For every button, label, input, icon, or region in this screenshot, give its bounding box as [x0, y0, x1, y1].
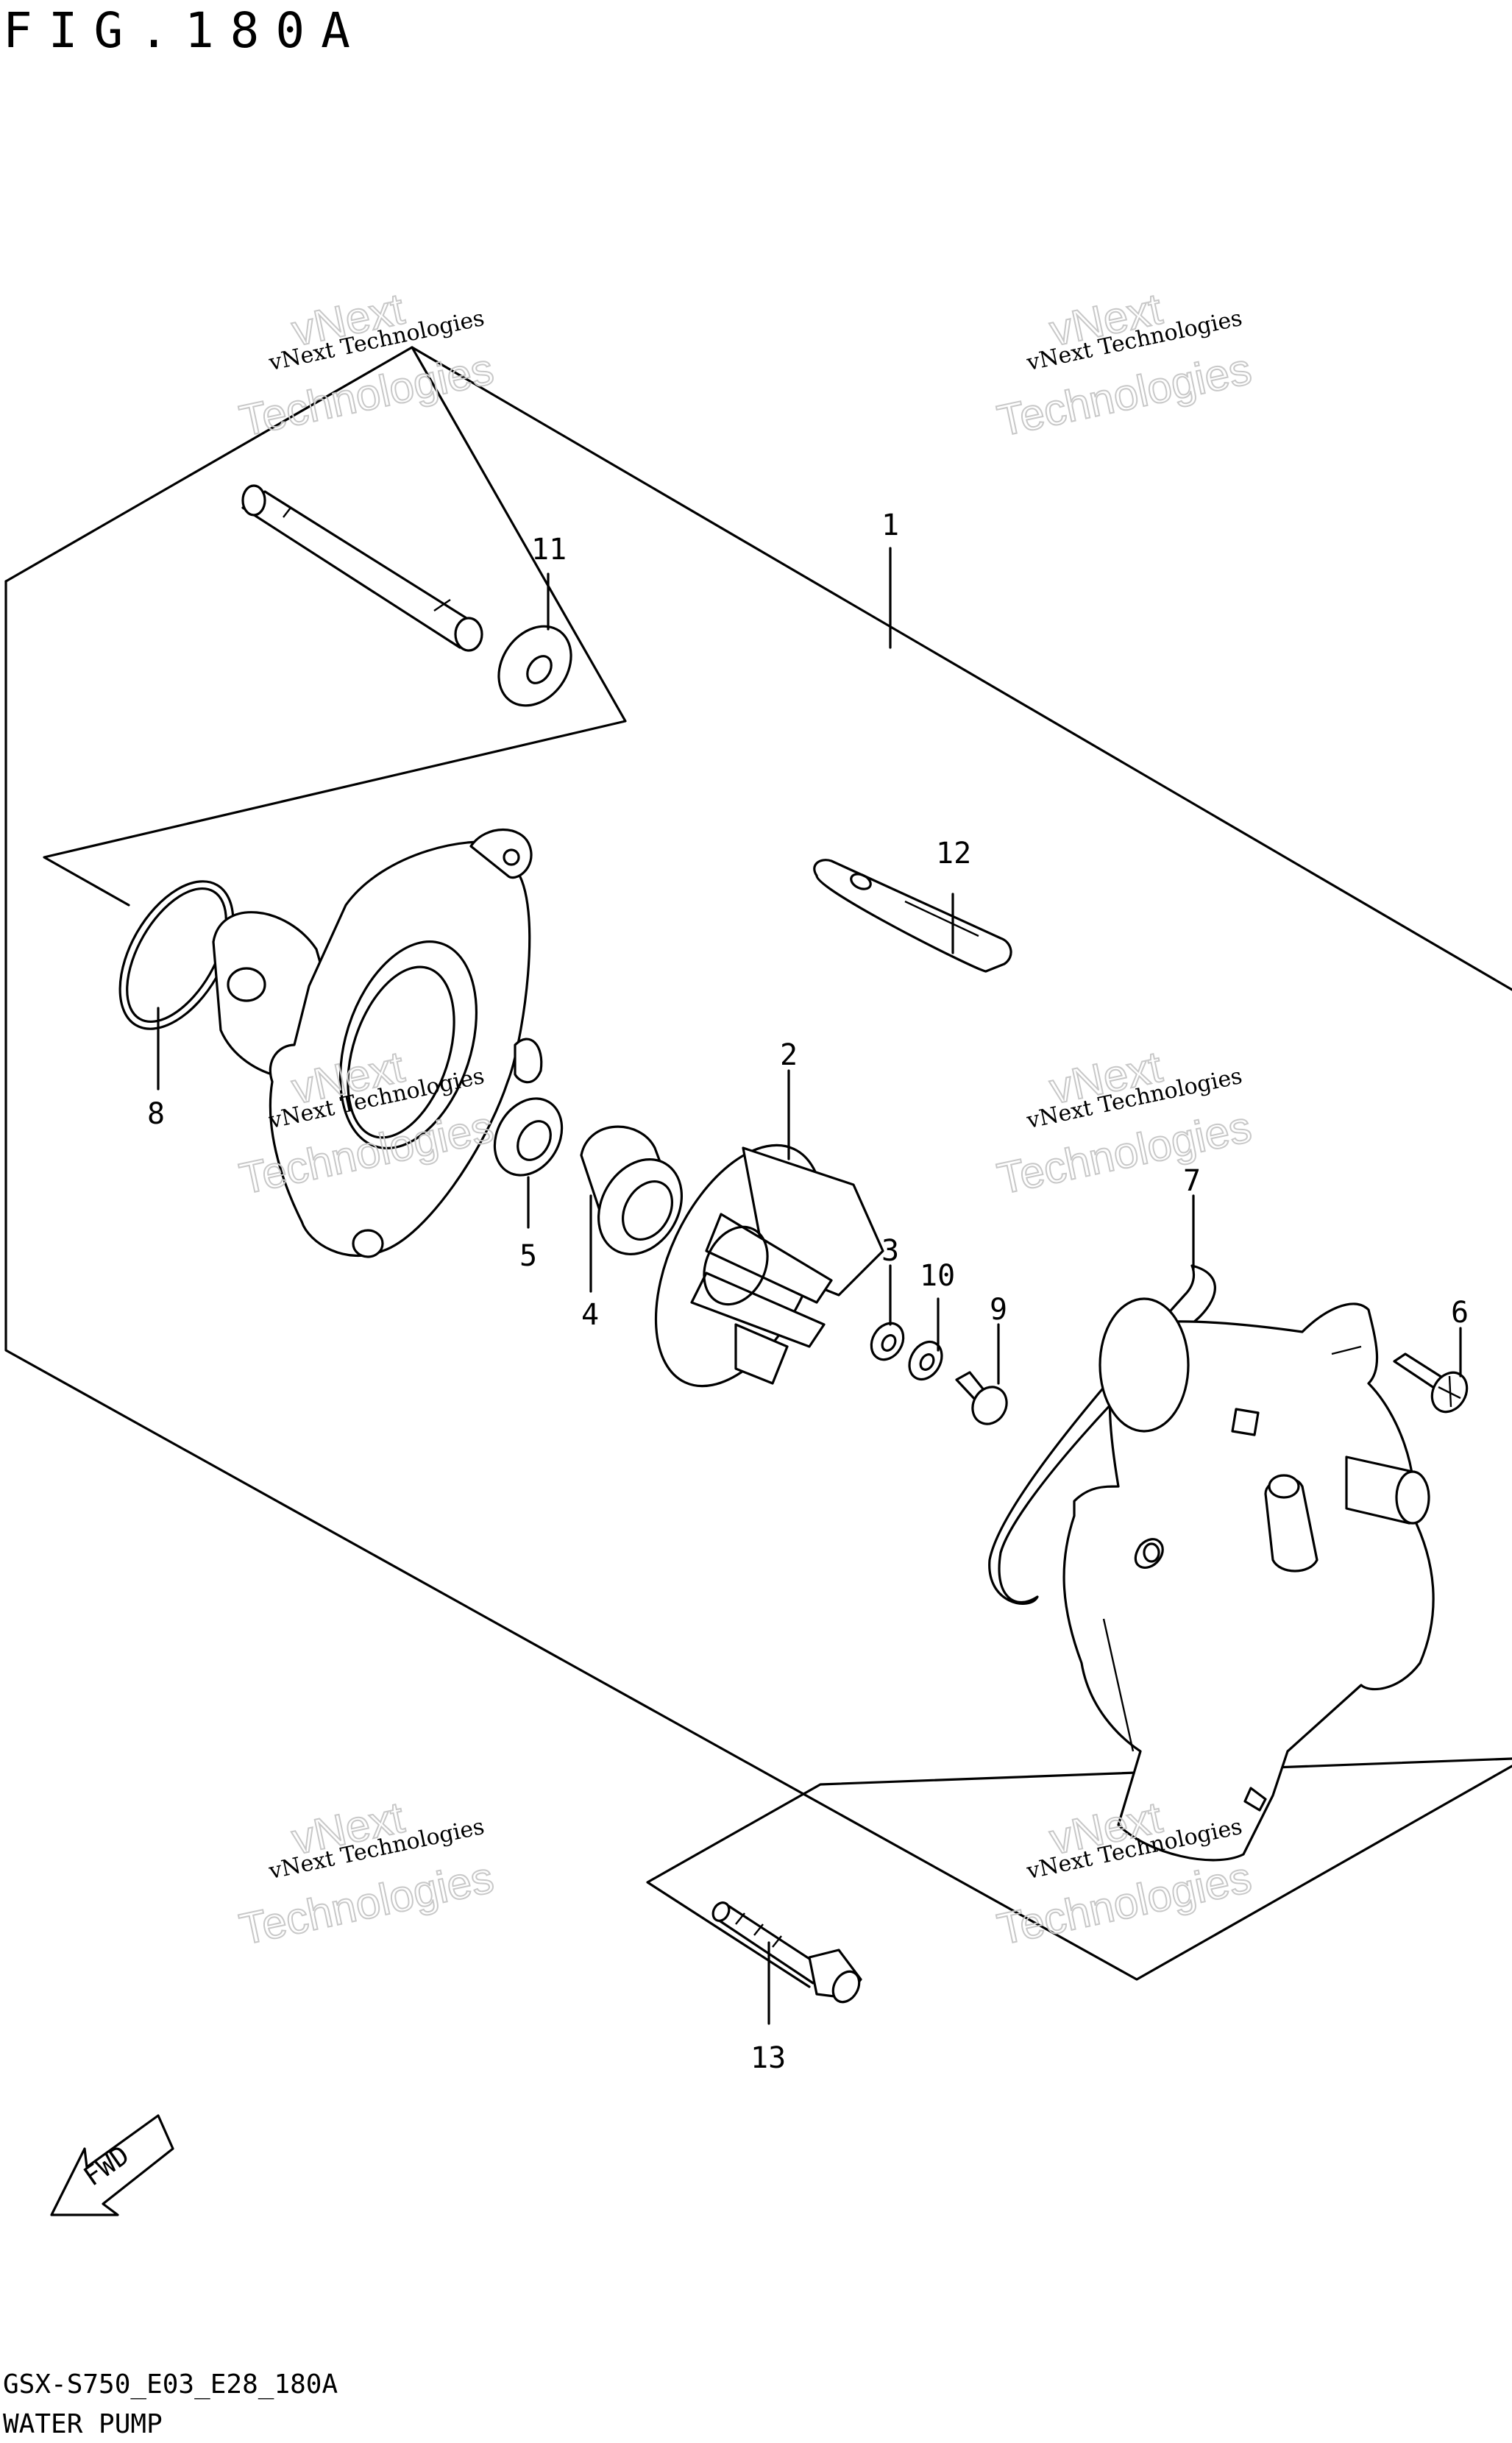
callout-4: 4: [581, 1298, 599, 1332]
part-shaft: [241, 484, 483, 652]
callout-2: 2: [780, 1038, 798, 1072]
part-13-bolt: [711, 1901, 862, 2004]
part-10-washer: [908, 1340, 943, 1381]
callout-7: 7: [1183, 1164, 1201, 1198]
watermark-top-left: Technologies vNext vNext Technologies: [235, 283, 499, 447]
callout-1: 1: [881, 508, 899, 542]
leader-lines: [157, 547, 1462, 2025]
part-11-washer: [497, 625, 572, 707]
part-12-clamp: [813, 859, 1012, 973]
part-pump-case-cover: [212, 829, 543, 1258]
watermark-bottom-left: Technologies vNext vNext Technologies: [235, 1792, 499, 1955]
part-3-washer: [870, 1322, 905, 1361]
callout-3: 3: [881, 1234, 899, 1268]
callout-13: 13: [750, 2041, 786, 2075]
watermark-mid-right: Technologies vNext vNext Technologies: [993, 1041, 1257, 1205]
callout-12: 12: [936, 837, 971, 871]
part-4-mechanical-seal: [580, 1125, 684, 1255]
figure-name: WATER PUMP: [3, 2409, 163, 2439]
part-2-impeller: [654, 1144, 884, 1388]
callout-10: 10: [920, 1259, 955, 1293]
part-pump-body: [1062, 1297, 1435, 1862]
figure-title: FIG.180A: [3, 2, 366, 59]
callout-6: 6: [1451, 1296, 1469, 1330]
callout-5: 5: [519, 1239, 537, 1273]
part-6-bolt: [1393, 1352, 1469, 1414]
callout-9: 9: [990, 1293, 1007, 1327]
part-9-bolt: [955, 1371, 1008, 1425]
fwd-arrow: FWD: [50, 2114, 174, 2216]
figure-code: GSX-S750_E03_E28_180A: [3, 2369, 338, 2400]
part-5-oil-seal: [493, 1097, 564, 1177]
watermark-top-right: Technologies vNext vNext Technologies: [993, 283, 1257, 447]
callout-11: 11: [531, 533, 567, 567]
callout-8: 8: [147, 1097, 165, 1131]
callout-labels: 1 2 3 4 5 6 7 8 9 10 11 12 13: [147, 508, 1469, 2075]
